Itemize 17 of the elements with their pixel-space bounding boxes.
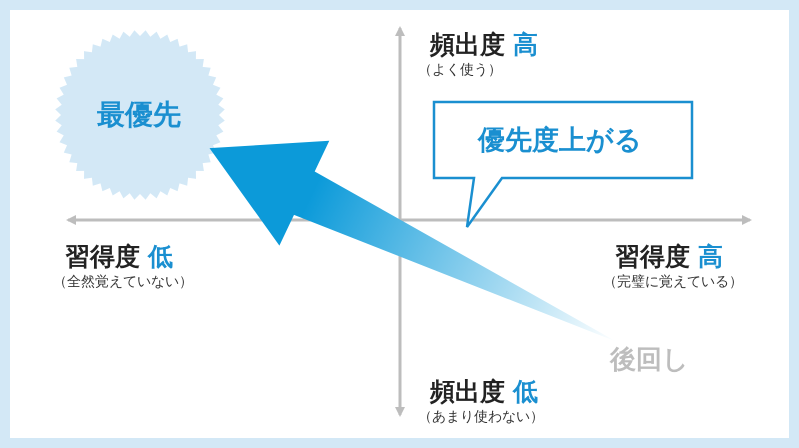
axis-label: 習得度 (615, 241, 690, 273)
priority-label: 最優先 (97, 97, 181, 133)
axis-level: 高 (698, 241, 723, 273)
axis-label: 頻出度 (430, 29, 505, 61)
axis-label: 頻出度 (430, 376, 505, 408)
axis-note: （よく使う） (418, 61, 502, 79)
speech-bubble (432, 100, 694, 230)
axis-level: 低 (513, 376, 538, 408)
axis-label: 習得度 (65, 241, 140, 273)
axis-note: （全然覚えていない） (53, 273, 193, 291)
axis-level: 低 (148, 241, 173, 273)
axis-note: （完璧に覚えている） (603, 273, 743, 291)
priority-label: 後回し (610, 344, 689, 377)
callout-text: 優先度上がる (478, 124, 642, 158)
axis-level: 高 (513, 29, 538, 61)
axis-note: （あまり使わない） (418, 408, 544, 426)
starburst-shape (55, 30, 225, 200)
